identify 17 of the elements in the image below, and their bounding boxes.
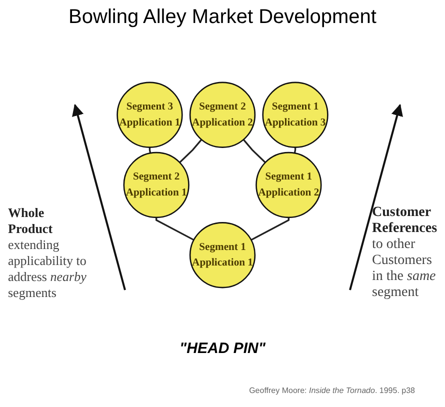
node-circle: Segment 2 Application 1 <box>123 152 190 218</box>
citation: Geoffrey Moore: Inside the Tornado. 1995. p38 <box>249 386 415 395</box>
node-circle: Segment 1 Application 3 <box>262 82 328 148</box>
node-caption: "HEAD PIN" <box>178 340 266 357</box>
node-circle: Segment 1 Application 2 <box>256 152 322 218</box>
side-note: extending applicability to address nearby segments <box>8 237 88 301</box>
node-circle: Segment 3 Application 1 <box>116 82 183 148</box>
side-note: to other Customers in the same segment <box>372 237 437 301</box>
connector <box>179 139 202 164</box>
connector <box>250 217 290 241</box>
diagram-title: Bowling Alley Market Development <box>68 6 378 29</box>
side-heading: Whole Product <box>8 205 54 237</box>
connector <box>242 139 266 164</box>
side-heading: Customer References <box>372 205 438 237</box>
node-circle: Segment 1 Application 1 <box>189 222 256 288</box>
connector <box>156 217 194 241</box>
node-circle: Segment 2 Application 2 <box>189 82 256 148</box>
